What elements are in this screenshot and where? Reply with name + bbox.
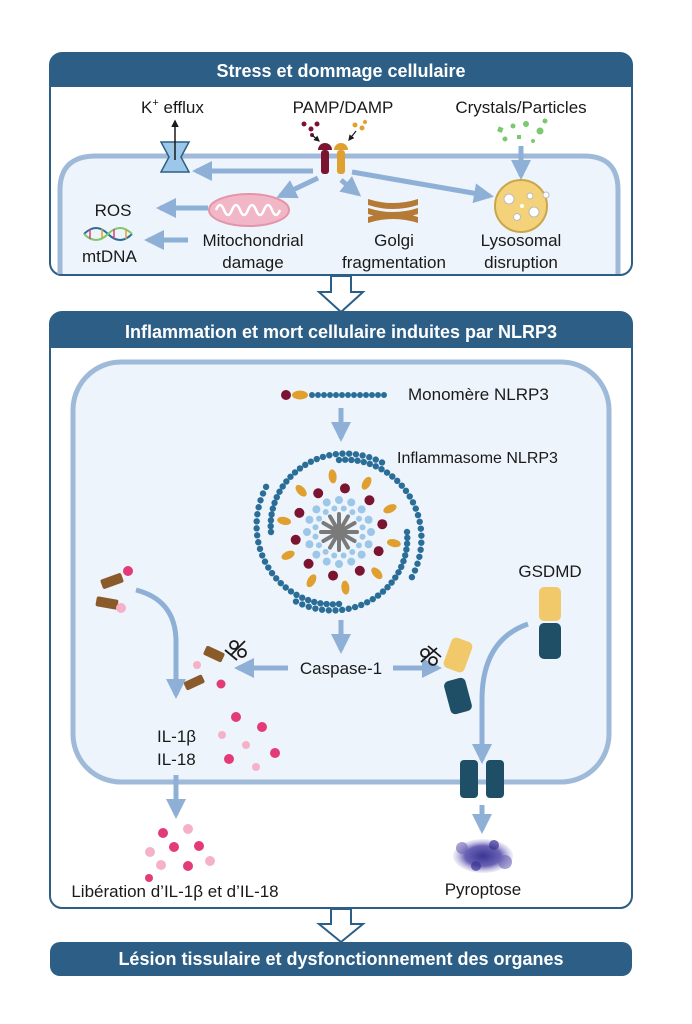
mito-label-2: damage xyxy=(222,253,283,272)
gsdmd-icon xyxy=(539,587,561,659)
mature-cytokines-icon xyxy=(218,712,280,771)
mtdna-helix-icon xyxy=(83,227,133,241)
section-title-lesion: Lésion tissulaire et dysfonctionnement d… xyxy=(118,949,563,969)
cleaved-gsdmd-icon xyxy=(443,637,473,715)
nlrp3-inflammasome-icon xyxy=(253,450,425,614)
lysosome-icon xyxy=(494,179,550,233)
pamp-damp-label: PAMP/DAMP xyxy=(293,98,394,117)
golgi-icon xyxy=(368,199,418,223)
golgi-label-2: fragmentation xyxy=(342,253,446,272)
scissors-icon-left xyxy=(224,640,247,661)
lyso-label-2: disruption xyxy=(484,253,558,272)
cell-membrane-middle xyxy=(70,359,612,785)
ros-label: ROS xyxy=(95,201,132,220)
cleaved-il-icon xyxy=(183,645,226,691)
il18-label: IL-18 xyxy=(157,750,196,769)
caspase-label: Caspase-1 xyxy=(300,659,382,678)
release-label: Libération d’IL-1β et d’IL-18 xyxy=(71,882,278,901)
flow-arrow-1 xyxy=(316,275,366,314)
damp-receptor-icon xyxy=(334,120,367,174)
k-efflux-label: K+ efflux xyxy=(141,97,204,117)
gsdmd-pore-icon xyxy=(460,760,504,798)
mtdna-label: mtDNA xyxy=(82,247,137,266)
crystals-label: Crystals/Particles xyxy=(455,98,586,117)
potassium-channel-icon xyxy=(159,119,191,173)
pyroptose-label: Pyroptose xyxy=(445,880,522,899)
pyroptosis-icon xyxy=(453,839,513,873)
section-inflammation: Inflammation et mort cellulaire induites… xyxy=(49,311,633,909)
section-header-lesion xyxy=(50,942,632,976)
gsdmd-label: GSDMD xyxy=(518,562,581,581)
scissors-icon-right xyxy=(420,645,442,666)
pro-il-18-icon xyxy=(95,596,126,613)
section-title-inflammation: Inflammation et mort cellulaire induites… xyxy=(125,322,557,342)
crystal-particles-icon xyxy=(497,118,548,143)
section-title-stress: Stress et dommage cellulaire xyxy=(216,61,465,81)
inflammasome-label: Inflammasome NLRP3 xyxy=(397,450,558,467)
mito-label-1: Mitochondrial xyxy=(202,231,303,250)
nlrp3-monomer-icon xyxy=(281,390,387,400)
section-lesion: Lésion tissulaire et dysfonctionnement d… xyxy=(50,942,632,976)
mitochondrion-icon xyxy=(208,193,290,227)
released-cytokines-icon xyxy=(145,824,215,882)
lyso-label-1: Lysosomal xyxy=(481,231,562,250)
pamp-receptor-icon xyxy=(301,121,332,174)
il1b-label: IL-1β xyxy=(157,727,196,746)
section-stress: Stress et dommage cellulaire K+ efflux P… xyxy=(49,52,633,276)
golgi-label-1: Golgi xyxy=(374,231,414,250)
flow-arrow-2 xyxy=(316,908,366,944)
pro-il-1b-icon xyxy=(100,566,133,589)
monomer-label: Monomère NLRP3 xyxy=(408,385,549,404)
